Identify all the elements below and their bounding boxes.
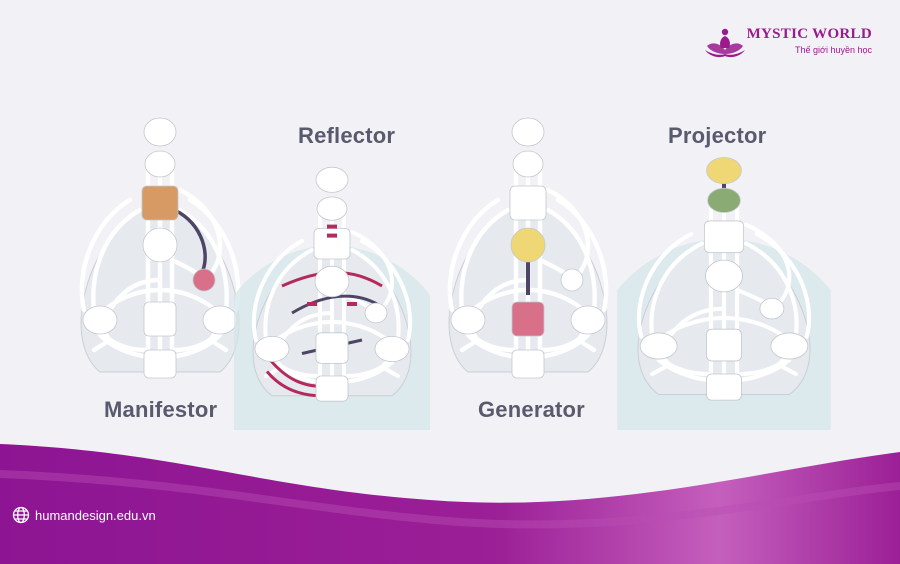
footer-website-text: humandesign.edu.vn — [35, 507, 156, 523]
center-ajna — [144, 150, 176, 178]
chart-label-generator: Generator — [478, 397, 585, 422]
center-root — [706, 373, 742, 401]
center-root — [143, 349, 177, 379]
channel-path — [107, 277, 163, 313]
center-ajna — [707, 187, 741, 213]
center-head — [706, 157, 742, 185]
channel-path — [263, 248, 314, 342]
hanging-gate-mark — [307, 302, 317, 306]
center-heart — [759, 297, 785, 320]
channel-path — [360, 239, 413, 342]
center-g — [314, 265, 350, 298]
center-g — [142, 227, 178, 263]
center-head — [143, 117, 177, 147]
bottom-wave-highlight — [0, 470, 900, 529]
center-spleen — [639, 332, 678, 360]
lotus-buddha-icon — [704, 28, 745, 58]
brand-name: MYSTIC WORLD — [746, 26, 872, 42]
channel-path — [545, 187, 591, 278]
center-heart — [560, 268, 584, 292]
channel-path — [447, 197, 501, 313]
channel-path — [475, 277, 531, 313]
center-g — [705, 259, 743, 293]
center-throat — [704, 220, 745, 254]
channel-path — [636, 231, 694, 339]
chart-label-reflector: Reflector — [298, 123, 396, 148]
center-throat — [313, 227, 351, 260]
channel-path — [555, 197, 609, 313]
channel-path — [350, 230, 394, 311]
bodygraph-projector — [617, 157, 831, 430]
center-head — [511, 117, 545, 147]
center-spleen — [82, 305, 118, 335]
channel-path — [280, 311, 334, 342]
channel-path — [177, 187, 223, 278]
center-heart — [364, 302, 388, 324]
channel-path — [649, 241, 705, 339]
channel-path — [754, 231, 812, 339]
channel-path — [91, 207, 143, 313]
bodygraph-reflector — [234, 166, 430, 430]
center-spleen — [254, 335, 290, 362]
footer-website[interactable]: humandesign.edu.vn — [12, 506, 156, 524]
channel-path — [79, 197, 133, 313]
center-sacral — [706, 328, 742, 362]
channel-path — [350, 248, 401, 342]
center-root — [511, 349, 545, 379]
center-sacral — [511, 301, 545, 337]
center-solar — [202, 305, 238, 335]
center-throat — [509, 185, 547, 221]
hanging-gate-mark — [327, 233, 337, 238]
channel-path — [251, 239, 304, 342]
channel-path — [667, 306, 727, 339]
center-solar — [770, 332, 809, 360]
chart-label-manifestor: Manifestor — [104, 397, 218, 422]
center-sacral — [143, 301, 177, 337]
center-spleen — [450, 305, 486, 335]
brand-logo[interactable]: MYSTIC WORLD Thế giới huyền học — [703, 26, 872, 60]
hanging-gate-mark — [347, 302, 357, 306]
center-root — [315, 375, 349, 402]
bodygraph-manifestor — [79, 117, 241, 379]
center-head — [315, 166, 349, 193]
center-g — [510, 227, 546, 263]
bottom-wave — [0, 444, 900, 564]
center-sacral — [315, 332, 349, 364]
center-ajna — [316, 196, 348, 221]
defined-channel — [169, 206, 207, 271]
center-solar — [374, 335, 410, 362]
globe-icon — [12, 506, 30, 524]
bodygraph-generator — [447, 117, 609, 379]
center-throat — [141, 185, 179, 221]
center-heart — [192, 268, 216, 292]
hanging-gate-mark — [327, 224, 337, 229]
center-ajna — [512, 150, 544, 178]
brand-tagline: Thế giới huyền học — [795, 45, 872, 55]
channel-path — [743, 241, 799, 339]
channel-path — [459, 207, 511, 313]
chart-label-projector: Projector — [668, 123, 767, 148]
center-solar — [570, 305, 606, 335]
channel-path — [743, 222, 792, 307]
